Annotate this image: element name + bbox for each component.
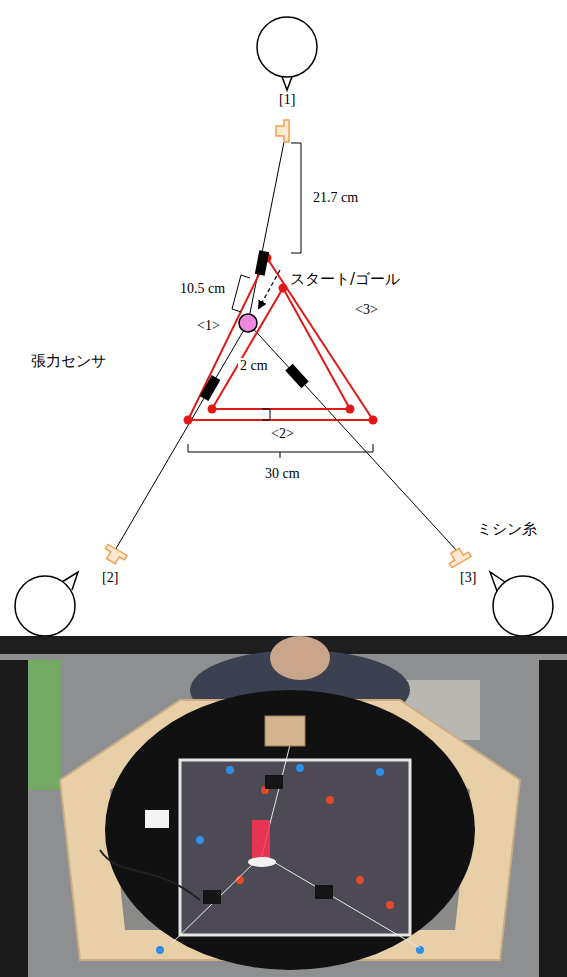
direction-arrow (259, 270, 280, 308)
dimension-label: 21.7 cm (311, 190, 360, 206)
dimension-label: 30 cm (263, 466, 302, 482)
side-number: <2> (269, 426, 296, 442)
participant-number: [1] (277, 92, 297, 108)
part-label: 張力センサ (29, 353, 108, 370)
participant-number: [2] (100, 570, 120, 586)
speech-bubble (490, 572, 553, 636)
puck (239, 314, 257, 332)
part-label: スタート/ゴール (288, 271, 402, 288)
side-number: <1> (195, 318, 222, 334)
speech-bubble (257, 17, 317, 90)
dimension-label: 10.5 cm (178, 281, 227, 297)
side-number: <3> (353, 302, 380, 318)
photo (0, 636, 567, 977)
dimension-bracket (188, 143, 373, 458)
dimension-label: 2 cm (238, 358, 270, 374)
speech-bubble (15, 572, 78, 636)
participant-number: [3] (458, 570, 478, 586)
sewing-thread (114, 142, 458, 552)
thread-clamp (101, 120, 471, 568)
part-label: ミシン糸 (475, 521, 539, 538)
